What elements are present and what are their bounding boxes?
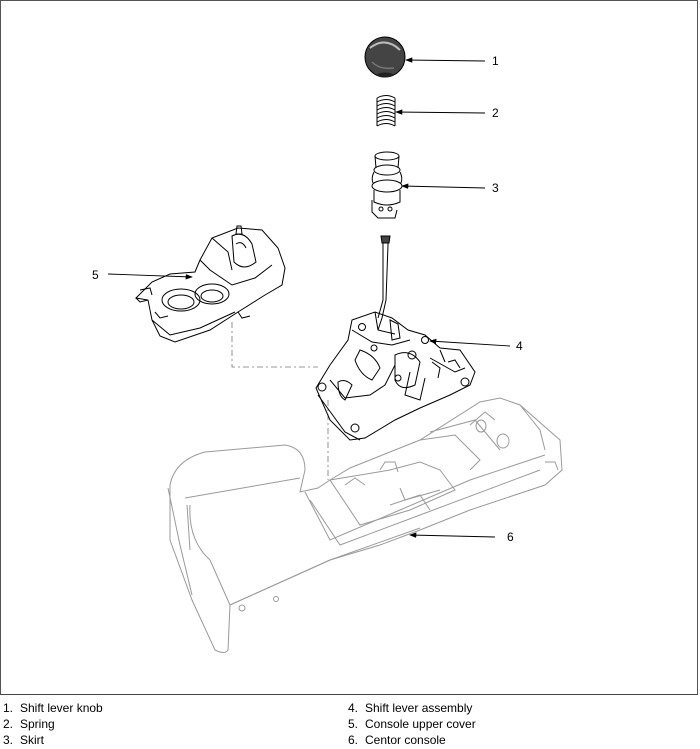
- arrow-2: [395, 109, 486, 115]
- legend-item: 1.Shift lever knob: [3, 701, 103, 715]
- callout-5: 5: [92, 268, 99, 282]
- exploded-view-drawing: [107, 36, 563, 653]
- legend-item: 5.Console upper cover: [348, 717, 476, 731]
- shift-lever-assembly: [315, 235, 476, 441]
- legend-label: Skirt: [20, 733, 44, 747]
- arrow-5: [107, 273, 193, 280]
- legend-item: 2.Spring: [3, 717, 55, 731]
- arrow-3: [401, 183, 486, 189]
- callout-4: 4: [516, 339, 523, 353]
- legend-label: Shift lever assembly: [365, 701, 473, 715]
- arrow-4: [429, 338, 511, 347]
- legend-item: 3.Skirt: [3, 733, 44, 747]
- legend-label: Shift lever knob: [20, 701, 103, 715]
- legend-label: Console upper cover: [365, 717, 476, 731]
- callout-3: 3: [492, 181, 499, 195]
- parts-legend: 1.Shift lever knob 2.Spring 3.Skirt 4.Sh…: [0, 700, 700, 749]
- skirt: [371, 151, 403, 219]
- console-upper-cover: [134, 225, 286, 343]
- legend-item: 4.Shift lever assembly: [348, 701, 473, 715]
- callout-arrows: [107, 57, 511, 538]
- arrow-1: [405, 57, 486, 63]
- spring: [376, 95, 396, 127]
- callout-1: 1: [492, 54, 499, 68]
- callout-6: 6: [507, 530, 514, 544]
- shift-lever-knob: [364, 36, 406, 78]
- leader-lines: [231, 322, 329, 480]
- legend-label: Centor console: [365, 733, 446, 747]
- legend-label: Spring: [20, 717, 55, 731]
- diagram-frame: [0, 0, 698, 695]
- center-console: [167, 397, 563, 653]
- callout-2: 2: [492, 106, 499, 120]
- legend-item: 6.Centor console: [348, 733, 446, 747]
- arrow-6: [409, 532, 496, 538]
